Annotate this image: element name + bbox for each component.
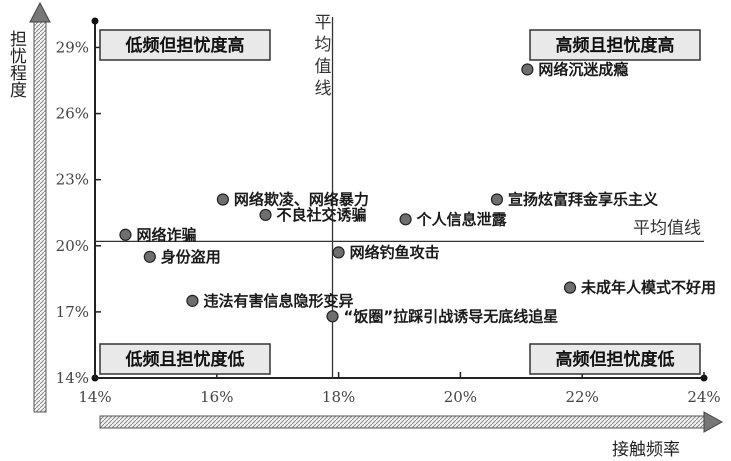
y-axis-end-dot [91, 17, 99, 25]
data-point-marker [490, 193, 504, 206]
data-point-marker [119, 228, 132, 241]
data-point-label: 不良社交诱骗 [277, 206, 367, 224]
quadrant-bottom-left-label: 低频且担忧度低 [99, 343, 271, 375]
x-tick-label: 18% [322, 388, 355, 406]
x-tick-label: 22% [566, 388, 599, 406]
data-point-label: 违法有害信息隐形变异 [203, 292, 353, 310]
data-point-label: 宣扬炫富拜金享乐主义 [508, 191, 658, 209]
data-point-marker [143, 250, 156, 263]
data-point-label: 未成年人模式不好用 [580, 279, 716, 297]
axis-ticks: 14% 16% 18% 20% 22% 24% 14% 17% 20% 23% 26% 29% [56, 38, 721, 406]
x-tick-label: 14% [78, 388, 111, 406]
data-point-label: 网络沉迷成瘾 [538, 60, 628, 78]
data-point-marker [563, 281, 577, 294]
data-point: 网络钓鱼攻击 [332, 243, 440, 261]
data-point-marker [332, 246, 345, 259]
quadrant-box [99, 29, 271, 61]
data-point-label: 网络欺凌、网络暴力 [234, 191, 369, 209]
data-point: 网络欺凌、网络暴力 [216, 191, 369, 209]
y-average-line-label: 平均值线 [633, 218, 701, 238]
data-point-marker [521, 63, 534, 76]
y-axis-arrow [29, 1, 51, 413]
data-point: 不良社交诱骗 [259, 206, 367, 224]
quadrant-box [99, 343, 271, 375]
data-point: 未成年人模式不好用 [563, 279, 716, 297]
x-tick-label: 24% [687, 388, 720, 406]
data-point-label: 网络诈骗 [136, 226, 196, 244]
data-point: 个人信息泄露 [399, 210, 508, 228]
quadrant-box [529, 29, 701, 61]
x-average-line-label-char: 线 [315, 79, 332, 99]
quadrant-top-left-label: 低频但担忧度高 [99, 29, 271, 61]
quadrant-text: 高频但担忧度低 [556, 349, 675, 370]
quadrant-text: 低频且担忧度低 [125, 349, 245, 370]
data-point-marker [399, 213, 412, 226]
y-axis-title: 担忧程度 [6, 30, 27, 98]
data-point-marker [216, 193, 229, 206]
x-axis-arrow [99, 411, 724, 433]
y-tick-label: 17% [56, 303, 89, 321]
y-tick-label: 14% [56, 369, 89, 387]
x-average-line-label-char: 均 [315, 35, 332, 55]
x-average-line-label-char: 平 [315, 13, 332, 33]
x-tick-label: 16% [200, 388, 233, 406]
data-point-marker [326, 310, 339, 323]
quadrant-bottom-right-label: 高频但担忧度低 [529, 343, 701, 375]
data-point-marker [186, 294, 199, 307]
data-point: 身份盗用 [143, 248, 221, 266]
y-tick-label: 26% [56, 105, 89, 123]
x-average-line-label-char: 值 [315, 57, 332, 77]
data-point-label: 个人信息泄露 [416, 210, 508, 228]
data-point: 网络沉迷成瘾 [521, 60, 628, 78]
x-tick-label: 20% [444, 388, 477, 406]
quadrant-box [529, 343, 701, 375]
data-point-marker [259, 208, 272, 222]
y-tick-label: 23% [56, 171, 89, 189]
data-point: 网络诈骗 [119, 226, 196, 244]
data-point: 宣扬炫富拜金享乐主义 [490, 191, 658, 209]
data-point: 违法有害信息隐形变异 [186, 292, 353, 310]
quadrant-top-right-label: 高频且担忧度高 [529, 29, 701, 61]
quadrant-text: 高频且担忧度高 [556, 35, 675, 56]
x-axis-title: 接触频率 [612, 440, 680, 460]
data-point-label: 网络钓鱼攻击 [350, 243, 440, 261]
data-point-label: “饭圈”拉踩引战诱导无底线追星 [344, 307, 559, 325]
y-tick-label: 29% [56, 38, 89, 56]
data-point-label: 身份盗用 [161, 248, 221, 266]
y-tick-label: 20% [56, 237, 89, 255]
quadrant-text: 低频但担忧度高 [125, 35, 245, 56]
data-point: “饭圈”拉踩引战诱导无底线追星 [326, 307, 559, 325]
